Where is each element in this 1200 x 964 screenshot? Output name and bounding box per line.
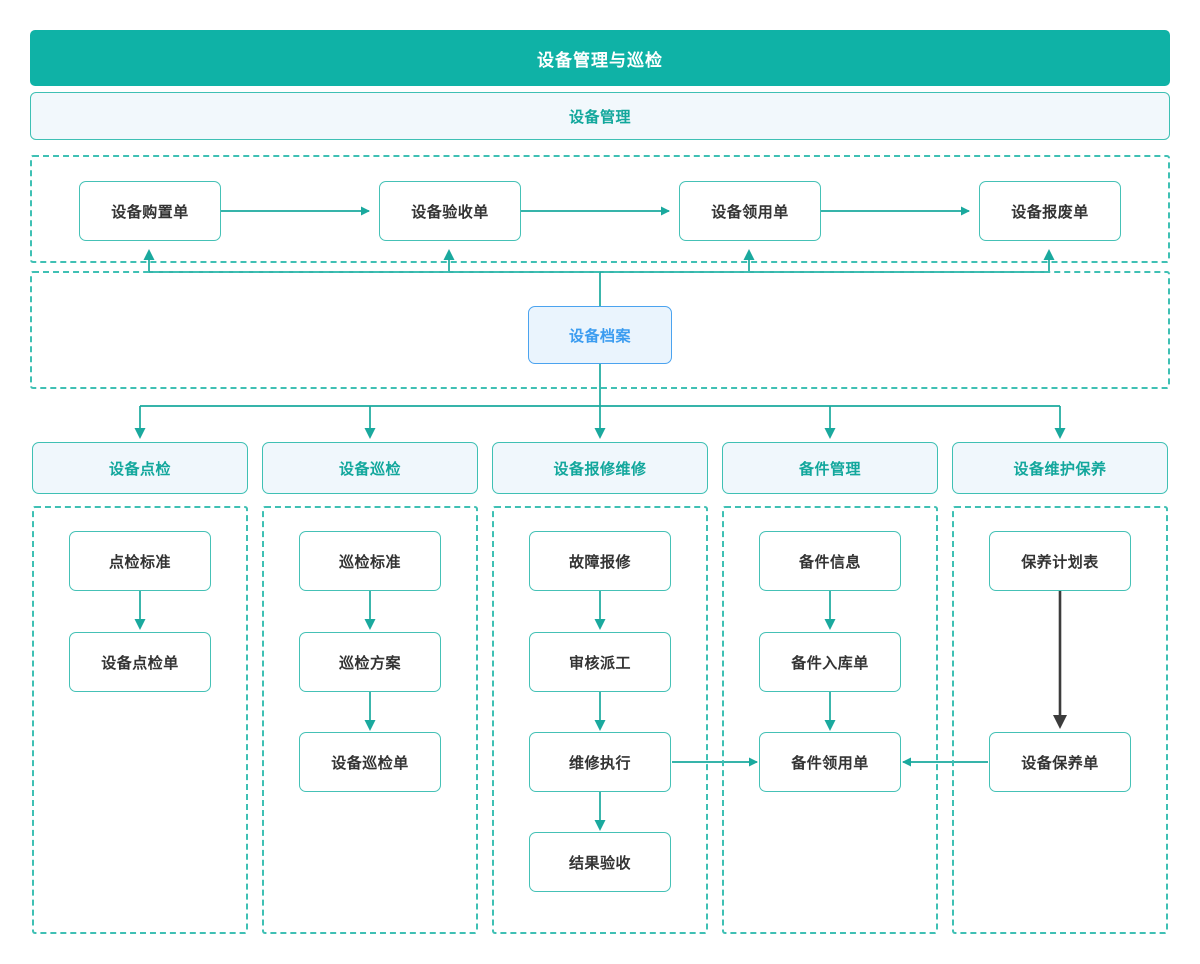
node-label: 备件入库单 (791, 654, 869, 672)
node-upkeep-plan-table[interactable]: 保养计划表 (989, 531, 1131, 591)
node-patrol-standard[interactable]: 巡检标准 (299, 531, 441, 591)
node-label: 设备报废单 (1011, 203, 1089, 221)
group-column-inspection-check (32, 506, 248, 934)
node-label: 设备巡检单 (331, 754, 409, 772)
node-label: 设备购置单 (111, 203, 189, 221)
node-label: 点检标准 (108, 553, 171, 571)
node-label: 巡检标准 (338, 553, 401, 571)
node-result-acceptance[interactable]: 结果验收 (529, 832, 671, 892)
group-column-spare-parts (722, 506, 938, 934)
node-equipment-upkeep-order[interactable]: 设备保养单 (989, 732, 1131, 792)
category-header-label: 设备巡检 (338, 460, 401, 478)
node-label: 设备档案 (568, 327, 631, 345)
node-equipment-acceptance-order[interactable]: 设备验收单 (379, 181, 521, 241)
node-label: 审核派工 (568, 654, 631, 672)
node-spare-part-inbound-order[interactable]: 备件入库单 (759, 632, 901, 692)
node-label: 设备领用单 (711, 203, 789, 221)
group-column-patrol-inspection (262, 506, 478, 934)
node-patrol-plan[interactable]: 巡检方案 (299, 632, 441, 692)
node-equipment-patrol-order[interactable]: 设备巡检单 (299, 732, 441, 792)
node-label: 设备验收单 (411, 203, 489, 221)
node-spare-part-info[interactable]: 备件信息 (759, 531, 901, 591)
category-header-label: 设备报修维修 (553, 460, 647, 478)
node-repair-execution[interactable]: 维修执行 (529, 732, 671, 792)
group-column-upkeep (952, 506, 1168, 934)
category-header-repair-maintenance[interactable]: 设备报修维修 (492, 442, 708, 494)
node-label: 备件领用单 (791, 754, 869, 772)
group-procurement-row (30, 155, 1170, 263)
node-label: 维修执行 (568, 754, 631, 772)
section-header-equipment-management: 设备管理 (30, 92, 1170, 140)
node-equipment-purchase-order[interactable]: 设备购置单 (79, 181, 221, 241)
node-label: 巡检方案 (338, 654, 401, 672)
node-label: 备件信息 (798, 553, 861, 571)
category-header-inspection-check[interactable]: 设备点检 (32, 442, 248, 494)
category-header-upkeep[interactable]: 设备维护保养 (952, 442, 1168, 494)
node-check-standard[interactable]: 点检标准 (69, 531, 211, 591)
node-equipment-archive[interactable]: 设备档案 (528, 306, 672, 364)
category-header-patrol-inspection[interactable]: 设备巡检 (262, 442, 478, 494)
category-header-label: 设备点检 (108, 460, 171, 478)
node-equipment-scrap-order[interactable]: 设备报废单 (979, 181, 1121, 241)
group-equipment-archive (30, 271, 1170, 389)
category-header-label: 设备维护保养 (1013, 460, 1107, 478)
node-spare-part-issue-order[interactable]: 备件领用单 (759, 732, 901, 792)
category-header-label: 备件管理 (798, 460, 861, 478)
page-title: 设备管理与巡检 (30, 30, 1170, 86)
node-label: 保养计划表 (1021, 553, 1099, 571)
node-label: 设备点检单 (101, 654, 179, 672)
node-fault-report[interactable]: 故障报修 (529, 531, 671, 591)
node-equipment-check-order[interactable]: 设备点检单 (69, 632, 211, 692)
category-header-spare-parts[interactable]: 备件管理 (722, 442, 938, 494)
node-label: 故障报修 (568, 553, 631, 571)
node-label: 结果验收 (568, 854, 631, 872)
group-column-repair-maintenance (492, 506, 708, 934)
node-label: 设备保养单 (1021, 754, 1099, 772)
node-equipment-issue-order[interactable]: 设备领用单 (679, 181, 821, 241)
node-review-dispatch[interactable]: 审核派工 (529, 632, 671, 692)
